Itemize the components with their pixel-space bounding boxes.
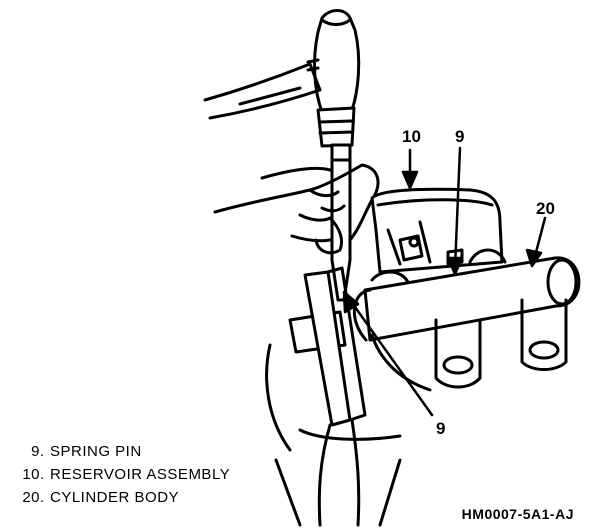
legend-item-label: RESERVOIR ASSEMBLY	[50, 466, 231, 483]
cylinder-body-icon	[352, 248, 581, 389]
parts-legend: 9. SPRING PIN 10. RESERVOIR ASSEMBLY 20.…	[8, 440, 230, 509]
arrow-10-icon	[401, 148, 419, 190]
legend-item-number: 10	[22, 466, 40, 483]
support-block-icon	[265, 266, 432, 527]
legend-item: 9. SPRING PIN	[8, 440, 230, 463]
legend-item-label: CYLINDER BODY	[50, 489, 180, 506]
callout-20: 20	[536, 199, 555, 218]
legend-item-label: SPRING PIN	[50, 443, 142, 460]
lower-hand-icon	[213, 163, 380, 255]
reservoir-assembly-icon	[370, 187, 504, 274]
legend-item-number: 9	[31, 443, 40, 460]
arrow-20-icon	[525, 216, 547, 268]
legend-item: 10. RESERVOIR ASSEMBLY	[8, 463, 230, 486]
legend-item-number: 20	[22, 489, 40, 506]
arrow-9-top-icon	[446, 146, 464, 276]
callout-9-top: 9	[455, 127, 465, 146]
figure-code: HM0007-5A1-AJ	[461, 506, 574, 522]
arrow-9-bottom-icon	[342, 290, 434, 417]
callout-10: 10	[402, 127, 421, 146]
upper-hand-icon	[203, 62, 322, 120]
pointer-arrows	[342, 146, 547, 417]
callout-9-bottom: 9	[436, 419, 446, 438]
legend-item: 20. CYLINDER BODY	[8, 486, 230, 509]
